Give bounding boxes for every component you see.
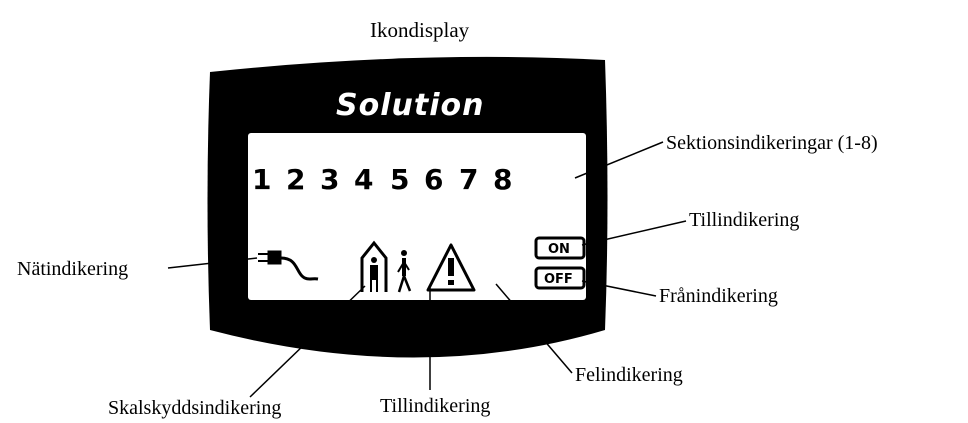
section-number-6: 6 [424, 163, 443, 196]
brand-logo: Solution [336, 88, 484, 123]
callout-fault: Felindikering [575, 364, 683, 386]
section-number-2: 2 [286, 163, 305, 196]
warning-triangle-icon [426, 243, 476, 292]
on-indicator-icon: ON [534, 236, 586, 260]
leader-line-off [581, 280, 657, 297]
on-indicator-label: ON [548, 242, 570, 257]
section-number-3: 3 [320, 163, 339, 196]
section-number-4: 4 [354, 163, 373, 196]
callout-armed: Tillindikering [380, 395, 491, 417]
leader-line-fault [495, 283, 573, 374]
walking-person-icon [397, 250, 412, 293]
callout-power: Nätindikering [17, 258, 129, 280]
callout-perimeter: Skalskyddsindikering [108, 397, 282, 419]
off-indicator-label: OFF [544, 272, 573, 287]
leader-line-sections [574, 141, 664, 179]
callout-off: Frånindikering [659, 285, 778, 307]
lcd-screen [248, 133, 586, 300]
section-number-7: 7 [459, 163, 478, 196]
off-indicator-icon: OFF [534, 266, 586, 290]
home-perimeter-icon [360, 240, 388, 292]
section-number-5: 5 [390, 163, 409, 196]
leader-line-on [581, 220, 687, 246]
diagram-title: Ikondisplay [370, 18, 470, 42]
leader-line-power [167, 257, 258, 269]
power-plug-icon [258, 250, 319, 281]
section-number-8: 8 [493, 163, 512, 196]
callout-on: Tillindikering [689, 209, 800, 231]
leader-lines [167, 141, 687, 398]
leader-line-perimeter [249, 285, 366, 398]
callout-sections: Sektionsindikeringar (1-8) [666, 132, 878, 154]
section-number-1: 1 [252, 163, 271, 196]
